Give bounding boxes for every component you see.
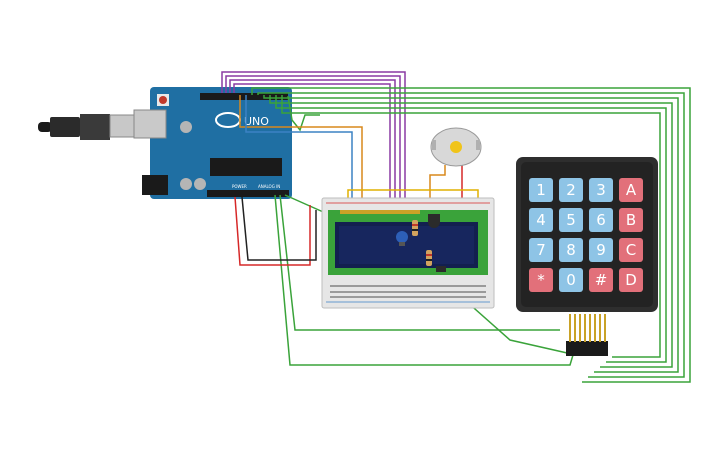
- wire-blue: [245, 95, 353, 205]
- keypad-key-label: 7: [536, 241, 546, 259]
- dc-motor: [430, 127, 482, 167]
- keypad-key[interactable]: 9: [589, 238, 613, 262]
- power-header: [207, 190, 265, 197]
- wire-orange: [239, 95, 363, 205]
- keypad-key[interactable]: 6: [589, 208, 613, 232]
- keypad-key[interactable]: 7: [529, 238, 553, 262]
- power-label: POWER: [232, 184, 247, 189]
- digital-header: [200, 93, 288, 100]
- transistor: [428, 214, 446, 272]
- motor-shaft-icon: [450, 141, 462, 153]
- reset-button[interactable]: [159, 96, 167, 104]
- keypad-key-label: B: [626, 211, 636, 229]
- keypad-key-label: 4: [536, 211, 546, 229]
- board-logo-text: UNO: [244, 115, 269, 128]
- potentiometer[interactable]: [396, 231, 408, 246]
- keypad-key-label: 0: [566, 271, 576, 289]
- keypad-key[interactable]: 3: [589, 178, 613, 202]
- keypad-key[interactable]: B: [619, 208, 643, 232]
- keypad-key[interactable]: C: [619, 238, 643, 262]
- analog-label: ANALOG IN: [258, 184, 280, 189]
- analog-header: [255, 190, 289, 197]
- keypad-key[interactable]: 0: [559, 268, 583, 292]
- diode: [436, 266, 446, 272]
- keypad-key-label: A: [626, 181, 637, 199]
- keypad-key-label: #: [595, 271, 608, 289]
- keypad-key-label: 8: [566, 241, 576, 259]
- keypad-key[interactable]: #: [589, 268, 613, 292]
- keypad-key[interactable]: D: [619, 268, 643, 292]
- resistor-1: [412, 220, 418, 236]
- usb-cable: [38, 114, 137, 140]
- keypad-key-label: D: [625, 271, 637, 289]
- keypad-key[interactable]: A: [619, 178, 643, 202]
- keypad-key-label: 9: [596, 241, 606, 259]
- keypad-key-label: 2: [566, 181, 576, 199]
- keypad-connector: [566, 314, 608, 356]
- keypad-key-label: 3: [596, 181, 606, 199]
- resistor-2: [426, 250, 432, 266]
- keypad-key[interactable]: 4: [529, 208, 553, 232]
- arduino-uno-board[interactable]: UNO POWER ANALOG IN: [133, 87, 292, 199]
- keypad-key[interactable]: 1: [529, 178, 553, 202]
- keypad-key-label: C: [626, 241, 636, 259]
- keypad-4x4[interactable]: 1 2 3 A 4 5 6 B 7 8 9 C * 0 # D: [516, 157, 658, 356]
- keypad-key[interactable]: 5: [559, 208, 583, 232]
- keypad-key-label: 1: [536, 181, 546, 199]
- lcd-pins: [340, 210, 420, 214]
- keypad-key-label: *: [537, 271, 545, 289]
- wires-purple: [221, 71, 406, 205]
- microcontroller-chip: [210, 158, 282, 176]
- keypad-key[interactable]: 8: [559, 238, 583, 262]
- keypad-key-label: 6: [596, 211, 606, 229]
- lcd-display: [328, 210, 488, 275]
- keypad-key[interactable]: *: [529, 268, 553, 292]
- keypad-key[interactable]: 2: [559, 178, 583, 202]
- keypad-key-label: 5: [566, 211, 576, 229]
